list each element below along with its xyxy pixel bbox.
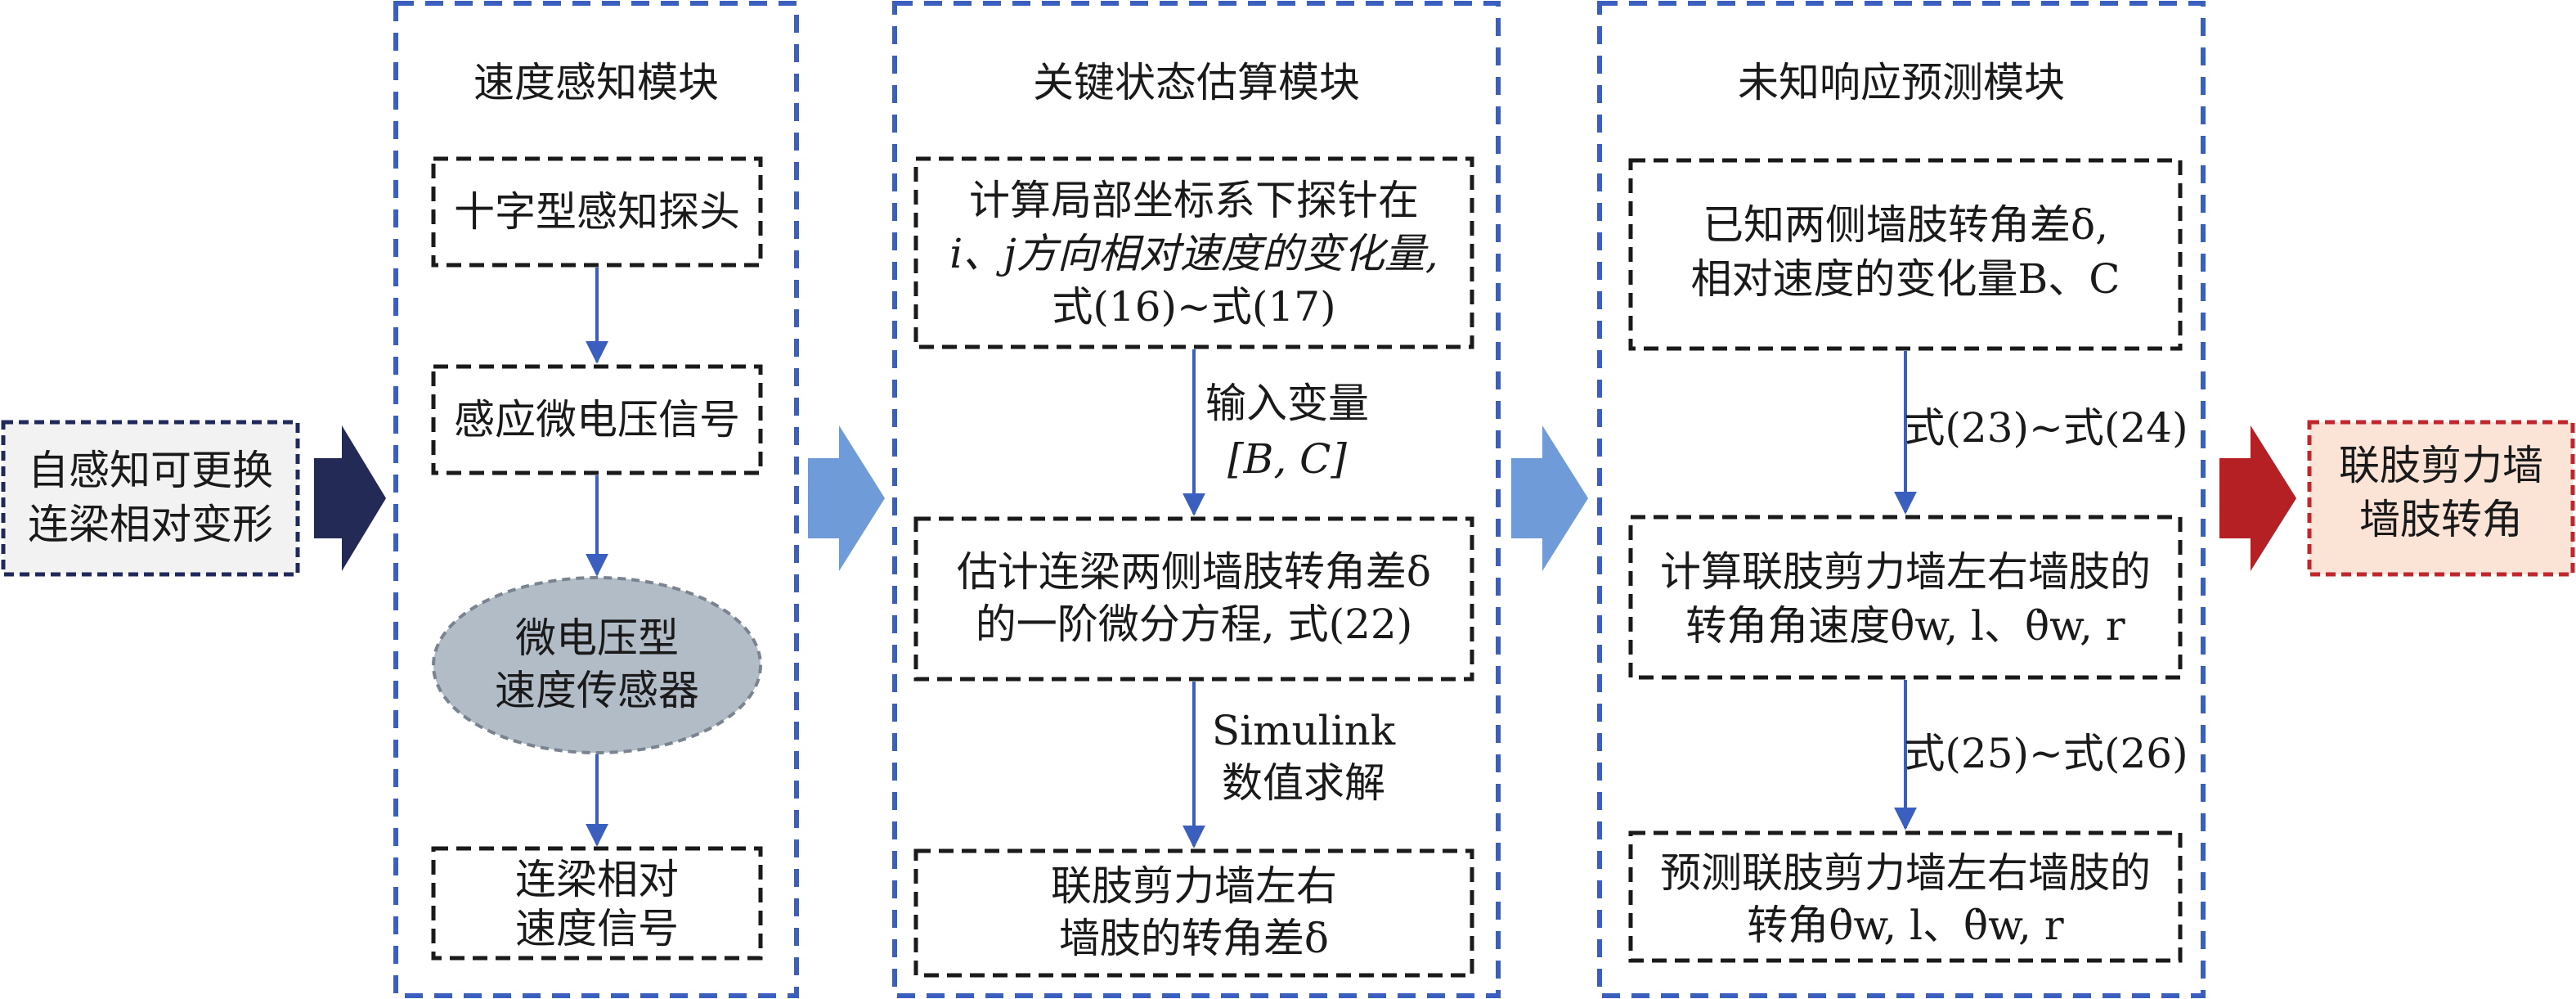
node-rotation-difference: 联肢剪力墙左右 墙肢的转角差δ (913, 848, 1474, 978)
module-frame-state (892, 1, 1501, 998)
node-label: i、j方向相对速度的变化量, (949, 230, 1438, 277)
node-label: 墙肢的转角差δ (1059, 915, 1329, 962)
edge-label: 数值求解 (1222, 759, 1385, 807)
node-label: 计算局部坐标系下探针在 (969, 177, 1419, 224)
node-label: 转角θ̇w, l、θ̇w, r (1747, 902, 2064, 949)
node-known-difference: 已知两侧墙肢转角差δ, 相对速度的变化量B、C (1628, 158, 2183, 351)
node-label: 十字型感知探头 (454, 188, 740, 236)
node-label: 预测联肢剪力墙左右墙肢的 (1660, 849, 2151, 897)
module-title-state: 关键状态估算模块 (1033, 59, 1360, 106)
node-label: 转角角速度θ̇w, l、θ̇w, r (1685, 602, 2125, 650)
big-arrow-red (2219, 425, 2296, 571)
input-line-2: 连梁相对变形 (28, 501, 273, 548)
module-frame-speed (393, 1, 799, 998)
output-line-1: 联肢剪力墙 (2339, 442, 2543, 489)
node-label: 估计连梁两侧墙肢转角差δ (957, 548, 1431, 596)
big-arrow-light (808, 425, 885, 571)
node-label: 速度传感器 (495, 667, 699, 714)
module-title-predict: 未知响应预测模块 (1738, 59, 2065, 106)
output-box: 联肢剪力墙 墙肢转角 (2307, 420, 2575, 577)
big-arrow-dark (314, 425, 386, 571)
node-label: 速度信号 (515, 905, 679, 952)
node-cross-probe: 十字型感知探头 (431, 156, 763, 268)
node-label: 连梁相对 (515, 856, 679, 903)
node-voltage-sensor: 微电压型 速度传感器 (432, 576, 762, 754)
node-diff-equation: 估计连梁两侧墙肢转角差δ 的一阶微分方程, 式(22) (913, 516, 1474, 682)
node-label: 微电压型 (515, 614, 679, 662)
edge-label: 式(25)~式(26) (1904, 730, 2188, 777)
edge-label: [B, C] (1227, 435, 1347, 483)
edge-label: 式(23)~式(24) (1904, 404, 2188, 452)
node-predict-rotation: 预测联肢剪力墙左右墙肢的 转角θ̇w, l、θ̇w, r (1628, 830, 2183, 963)
big-arrow-light (1511, 425, 1588, 571)
edge-label: Simulink (1212, 707, 1396, 754)
node-label: 相对速度的变化量B、C (1691, 255, 2120, 303)
output-line-2: 墙肢转角 (2359, 496, 2523, 543)
edge-label: 输入变量 (1205, 380, 1369, 427)
module-title-speed: 速度感知模块 (473, 59, 719, 106)
node-label: 已知两侧墙肢转角差δ, (1703, 201, 2108, 249)
node-velocity-change: 计算局部坐标系下探针在 i、j方向相对速度的变化量, 式(16)~式(17) (913, 156, 1474, 349)
node-label: 的一阶微分方程, 式(22) (976, 601, 1412, 648)
node-label: 感应微电压信号 (454, 396, 740, 443)
module-frame-predict (1597, 1, 2206, 998)
input-line-1: 自感知可更换 (28, 447, 273, 494)
node-relative-speed: 连梁相对 速度信号 (431, 846, 763, 961)
node-label: 计算联肢剪力墙左右墙肢的 (1660, 548, 2151, 596)
node-label: 式(16)~式(17) (1052, 283, 1335, 331)
input-box: 自感知可更换 连梁相对变形 (1, 420, 300, 577)
node-angular-velocity: 计算联肢剪力墙左右墙肢的 转角角速度θ̇w, l、θ̇w, r (1628, 515, 2183, 680)
node-induced-voltage: 感应微电压信号 (431, 364, 763, 475)
node-label: 联肢剪力墙左右 (1051, 862, 1337, 910)
